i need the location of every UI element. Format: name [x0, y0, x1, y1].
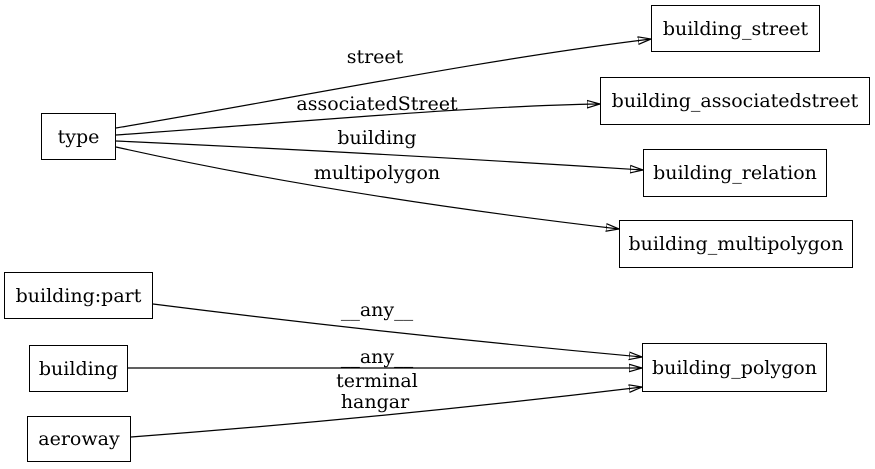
- node-building-street: building_street: [651, 5, 820, 52]
- edge-aeroway-building_polygon: [130, 387, 642, 438]
- node-aeroway: aeroway: [27, 416, 131, 462]
- edge-label-any-1: __any__: [341, 299, 414, 321]
- edge-label-associatedstreet: associatedStreet: [296, 93, 458, 115]
- edge-building-part-building_polygon: [152, 303, 642, 357]
- edge-label-multipolygon: multipolygon: [314, 162, 440, 184]
- node-type: type: [41, 113, 116, 160]
- edge-label-street: street: [347, 46, 404, 68]
- edge-type-building_associatedstreet: [115, 104, 600, 136]
- edge-label-terminal: terminal: [336, 370, 418, 392]
- edge-label-hangar: hangar: [341, 391, 410, 413]
- node-building-associatedstreet: building_associatedstreet: [600, 77, 870, 125]
- edge-type-building_street: [115, 39, 651, 129]
- edge-type-building_multipolygon: [115, 146, 619, 229]
- edge-type-building_relation: [115, 140, 643, 170]
- edge-label-any-2: __any__: [341, 346, 414, 368]
- node-building-multipolygon: building_multipolygon: [619, 220, 853, 268]
- node-building-polygon: building_polygon: [642, 343, 827, 392]
- node-building-relation: building_relation: [643, 149, 827, 197]
- node-building: building: [29, 345, 128, 392]
- node-building-part: building:part: [4, 272, 153, 319]
- edge-label-building: building: [337, 127, 416, 149]
